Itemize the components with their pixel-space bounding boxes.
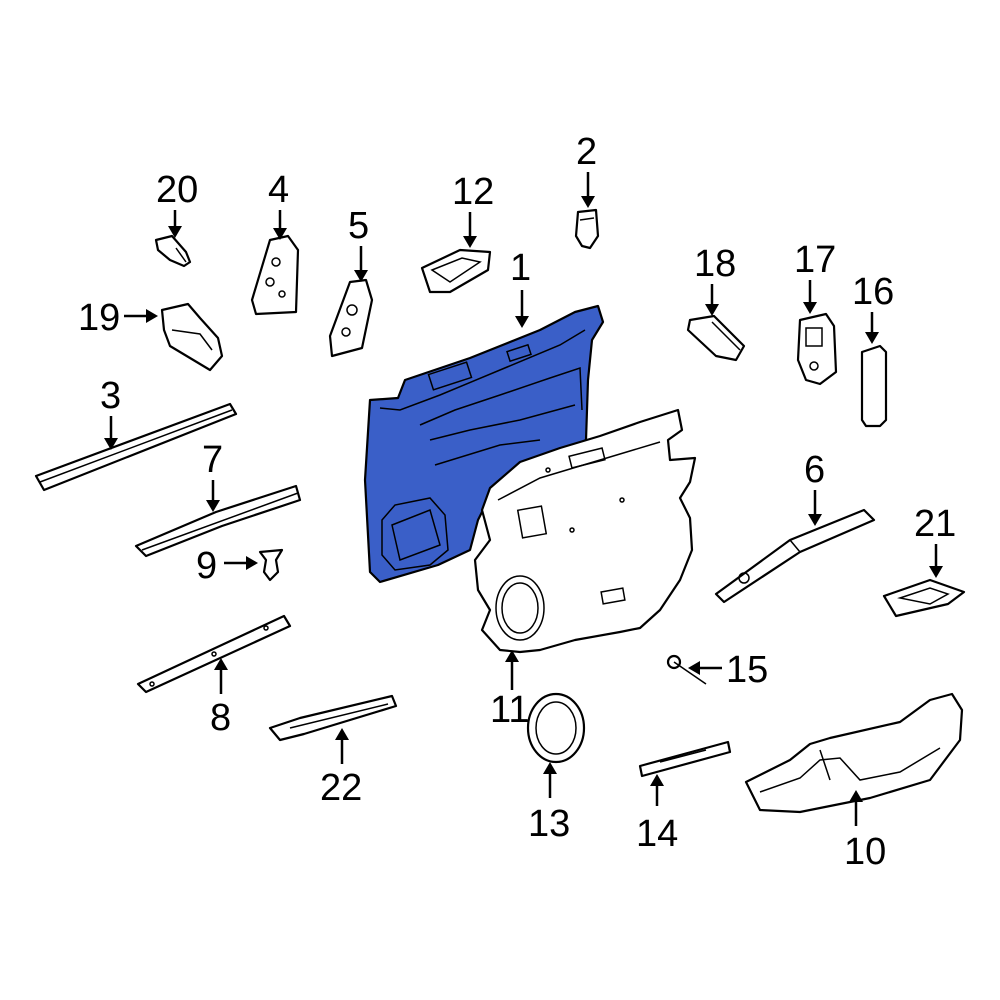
svg-text:9: 9 [196,545,217,587]
part-9-push-clip[interactable] [258,548,284,582]
svg-text:15: 15 [726,649,768,691]
callout-11: 11 [490,650,529,731]
part-14-bracket-strip[interactable] [638,740,732,778]
svg-text:4: 4 [268,169,289,211]
svg-text:8: 8 [210,697,231,739]
callout-8: 8 [210,658,231,739]
svg-text:14: 14 [636,813,678,855]
svg-text:16: 16 [852,271,894,313]
part-13-speaker-ring[interactable] [526,692,586,764]
part-19-switch-bezel[interactable] [160,302,224,372]
part-7-trim-strip[interactable] [134,484,302,558]
part-18-handle-cover[interactable] [686,314,746,362]
part-16-armrest-pad[interactable] [860,344,888,428]
part-12-pull-cup[interactable] [420,248,492,294]
callout-6: 6 [804,449,825,526]
callout-3: 3 [100,375,121,450]
callout-9: 9 [196,545,258,587]
part-20-plug[interactable] [154,234,192,268]
callout-1: 1 [510,247,531,328]
callout-15: 15 [688,649,768,691]
callout-7: 7 [202,439,223,512]
part-4-mirror-cover[interactable] [250,234,300,316]
svg-text:3: 3 [100,375,121,417]
part-21-bezel[interactable] [882,578,966,618]
callout-10: 10 [844,790,886,873]
callout-13: 13 [528,762,570,845]
callout-12: 12 [452,171,494,248]
part-22-sill-trim[interactable] [268,694,398,742]
svg-text:10: 10 [844,831,886,873]
svg-text:22: 22 [320,767,362,809]
callout-22: 22 [320,728,362,809]
svg-text:18: 18 [694,243,736,285]
part-3-belt-molding[interactable] [34,402,238,492]
callout-14: 14 [636,774,678,855]
svg-text:2: 2 [576,131,597,173]
svg-text:21: 21 [914,503,956,545]
part-5-trim-bracket[interactable] [328,278,374,358]
callout-19: 19 [78,297,158,339]
callout-20: 20 [156,169,198,238]
svg-text:7: 7 [202,439,223,481]
svg-text:17: 17 [794,239,836,281]
svg-text:1: 1 [510,247,531,289]
svg-text:12: 12 [452,171,494,213]
part-11-inner-panel[interactable] [473,408,697,654]
callout-16: 16 [852,271,894,344]
part-6-armrest-trim[interactable] [714,508,876,604]
svg-text:11: 11 [490,689,529,731]
part-10-lower-trim[interactable] [744,692,964,814]
callout-2: 2 [576,131,597,208]
callout-17: 17 [794,239,836,314]
callout-5: 5 [348,205,369,282]
part-2-clip[interactable] [574,208,600,250]
svg-text:19: 19 [78,297,120,339]
part-8-lower-strip[interactable] [136,614,292,694]
callout-4: 4 [268,169,289,240]
svg-text:20: 20 [156,169,198,211]
callout-18: 18 [694,243,736,316]
part-17-switch-housing[interactable] [796,312,838,386]
callout-21: 21 [914,503,956,578]
svg-text:5: 5 [348,205,369,247]
svg-text:6: 6 [804,449,825,491]
part-15-screw[interactable] [666,654,707,685]
svg-text:13: 13 [528,803,570,845]
